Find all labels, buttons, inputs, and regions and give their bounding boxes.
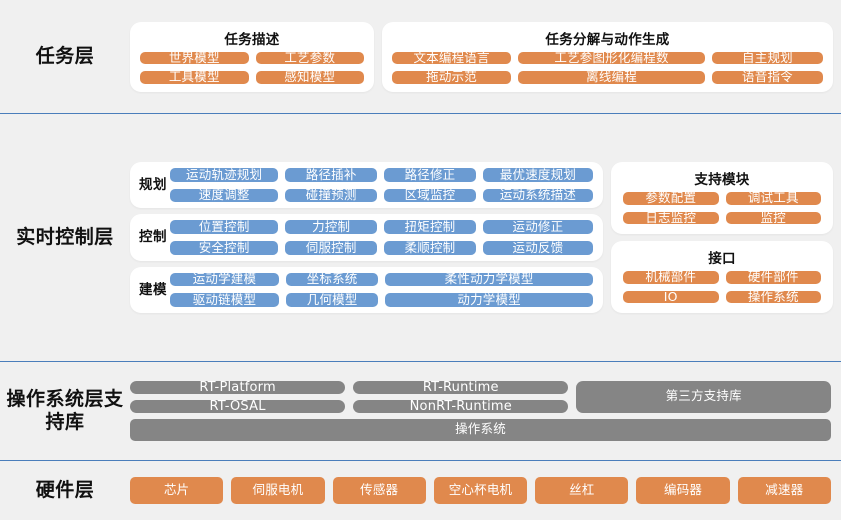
chip-perception-model[interactable]: 感知模型 [255,70,364,84]
card-task-description-chips: 世界模型 工艺参数 工具模型 感知模型 [140,51,364,84]
os-column-platform: RT-Platform RT-OSAL [130,380,346,413]
card-task-decomposition-chips: 文本编程语言 工艺参图形化编程数 自主规划 拖动示范 离线编程 语音指令 [392,51,823,84]
chip-operating-system[interactable]: 操作系统 [130,418,831,441]
card-task-description: 任务描述 世界模型 工艺参数 工具模型 感知模型 [130,21,374,92]
chip-autonomous-planning[interactable]: 自主规划 [711,51,823,64]
hardware-chips: 芯片 伺服电机 传感器 空心杯电机 丝杠 编码器 减速器 [130,477,831,504]
row-planning: 规划 运动轨迹规划 路径插补 路径修正 最优速度规划 速度调整 碰撞预测 区域监… [130,162,603,209]
layer-hardware: 硬件层 芯片 伺服电机 传感器 空心杯电机 丝杠 编码器 减速器 [0,460,841,520]
chip-monitoring[interactable]: 监控 [725,211,821,224]
chip-operating-system-interface[interactable]: 操作系统 [725,290,821,303]
chip-rt-osal[interactable]: RT-OSAL [130,399,346,413]
card-support-module-chips: 参数配置 调试工具 日志监控 监控 [623,191,821,224]
chip-chip[interactable]: 芯片 [130,477,224,504]
card-task-decomposition: 任务分解与动作生成 文本编程语言 工艺参图形化编程数 自主规划 拖动示范 离线编… [382,21,833,92]
layer-task-body: 任务描述 世界模型 工艺参数 工具模型 感知模型 任务分解与动作生成 文本编程语… [130,16,841,98]
os-support-top-row: RT-Platform RT-OSAL RT-Runtime NonRT-Run… [130,380,831,413]
layer-realtime-control: 实时控制层 规划 运动轨迹规划 路径插补 路径修正 最优速度规划 速度调整 碰撞… [0,113,841,361]
layer-os-support: 操作系统层支持库 RT-Platform RT-OSAL RT-Runtime … [0,361,841,460]
chip-tool-model[interactable]: 工具模型 [140,70,249,84]
chip-parameter-configuration[interactable]: 参数配置 [623,191,719,205]
chip-servo-control[interactable]: 伺服控制 [285,241,378,255]
chip-world-model[interactable]: 世界模型 [140,51,249,64]
chip-offline-programming[interactable]: 离线编程 [518,70,705,84]
chip-dynamics-model[interactable]: 动力学模型 [385,293,593,307]
chip-path-interpolation[interactable]: 路径插补 [285,168,378,182]
chip-safety-control[interactable]: 安全控制 [170,241,279,255]
chip-geometric-model[interactable]: 几何模型 [285,293,379,307]
layer-hardware-label: 硬件层 [35,478,95,501]
chip-optimal-speed-planning[interactable]: 最优速度规划 [482,168,593,182]
chip-compliance-control[interactable]: 柔顺控制 [384,241,476,255]
chip-graphical-programming[interactable]: 工艺参图形化编程数 [518,51,705,64]
chip-nonrt-runtime[interactable]: NonRT-Runtime [353,399,569,413]
layer-os-support-label: 操作系统层支持库 [6,387,124,433]
chip-collision-prediction[interactable]: 碰撞预测 [285,189,378,203]
chip-encoder[interactable]: 编码器 [636,477,730,504]
chip-third-party-library[interactable]: 第三方支持库 [576,380,831,413]
layer-realtime-control-label: 实时控制层 [16,225,114,248]
chip-motion-correction[interactable]: 运动修正 [482,220,593,234]
chip-flexible-dynamics-model[interactable]: 柔性动力学模型 [385,273,593,287]
card-support-module: 支持模块 参数配置 调试工具 日志监控 监控 [611,162,833,234]
layer-realtime-control-body: 规划 运动轨迹规划 路径插补 路径修正 最优速度规划 速度调整 碰撞预测 区域监… [130,157,841,318]
chip-drive-chain-model[interactable]: 驱动链模型 [170,293,279,307]
chip-lead-screw[interactable]: 丝杠 [535,477,629,504]
realtime-control-rows: 规划 运动轨迹规划 路径插补 路径修正 最优速度规划 速度调整 碰撞预测 区域监… [130,162,603,313]
chip-rt-platform[interactable]: RT-Platform [130,380,346,394]
os-column-third-party: 第三方支持库 [576,380,831,413]
chip-process-parameters[interactable]: 工艺参数 [255,51,364,64]
chip-sensor[interactable]: 传感器 [332,477,426,504]
chip-text-programming-language[interactable]: 文本编程语言 [392,51,512,64]
chip-position-control[interactable]: 位置控制 [170,220,279,234]
chip-motion-feedback[interactable]: 运动反馈 [482,241,593,255]
row-planning-chips: 运动轨迹规划 路径插补 路径修正 最优速度规划 速度调整 碰撞预测 区域监控 运… [170,168,593,203]
chip-mechanical-component[interactable]: 机械部件 [623,270,719,284]
chip-force-control[interactable]: 力控制 [285,220,378,234]
chip-area-monitoring[interactable]: 区域监控 [384,189,476,203]
chip-log-monitoring[interactable]: 日志监控 [623,211,719,224]
card-task-decomposition-title: 任务分解与动作生成 [545,31,670,48]
layer-os-support-body: RT-Platform RT-OSAL RT-Runtime NonRT-Run… [130,374,841,449]
chip-hardware-component[interactable]: 硬件部件 [725,270,821,284]
chip-motion-system-description[interactable]: 运动系统描述 [482,189,593,203]
chip-motion-trajectory-planning[interactable]: 运动轨迹规划 [170,168,279,182]
row-control-chips: 位置控制 力控制 扭矩控制 运动修正 安全控制 伺服控制 柔顺控制 运动反馈 [170,220,593,255]
chip-path-correction[interactable]: 路径修正 [384,168,476,182]
chip-torque-control[interactable]: 扭矩控制 [384,220,476,234]
chip-coordinate-system[interactable]: 坐标系统 [285,273,379,287]
row-modeling: 建模 运动学建模 坐标系统 柔性动力学模型 驱动链模型 几何模型 动力学模型 [130,266,603,313]
row-planning-label: 规划 [139,177,167,194]
card-interface-title: 接口 [708,251,736,267]
chip-voice-command[interactable]: 语音指令 [711,70,823,84]
os-column-runtime: RT-Runtime NonRT-Runtime [353,380,569,413]
row-modeling-chips: 运动学建模 坐标系统 柔性动力学模型 驱动链模型 几何模型 动力学模型 [170,273,593,307]
card-task-description-title: 任务描述 [224,31,280,48]
chip-servo-motor[interactable]: 伺服电机 [231,477,325,504]
chip-reducer[interactable]: 减速器 [737,477,831,504]
row-control: 控制 位置控制 力控制 扭矩控制 运动修正 安全控制 伺服控制 柔顺控制 运动反… [130,214,603,261]
layer-task: 任务层 任务描述 世界模型 工艺参数 工具模型 感知模型 任务分解与动作生成 文… [0,0,841,113]
row-control-label: 控制 [139,229,167,246]
chip-io[interactable]: IO [623,290,719,303]
realtime-control-side-cards: 支持模块 参数配置 调试工具 日志监控 监控 接口 机械部件 硬件部件 IO 操… [611,162,833,313]
layer-task-label: 任务层 [35,44,95,67]
chip-rt-runtime[interactable]: RT-Runtime [353,380,569,394]
card-support-module-title: 支持模块 [694,172,750,188]
chip-debug-tool[interactable]: 调试工具 [725,191,821,205]
card-interface: 接口 机械部件 硬件部件 IO 操作系统 [611,241,833,313]
chip-speed-adjustment[interactable]: 速度调整 [170,189,279,203]
card-interface-chips: 机械部件 硬件部件 IO 操作系统 [623,270,821,303]
chip-drag-demonstration[interactable]: 拖动示范 [392,70,512,84]
chip-coreless-motor[interactable]: 空心杯电机 [433,477,528,504]
row-modeling-label: 建模 [139,281,167,298]
layer-hardware-body: 芯片 伺服电机 传感器 空心杯电机 丝杠 编码器 减速器 [130,477,841,504]
os-support-bottom-row: 操作系统 [130,418,831,441]
chip-kinematic-modeling[interactable]: 运动学建模 [170,273,279,287]
